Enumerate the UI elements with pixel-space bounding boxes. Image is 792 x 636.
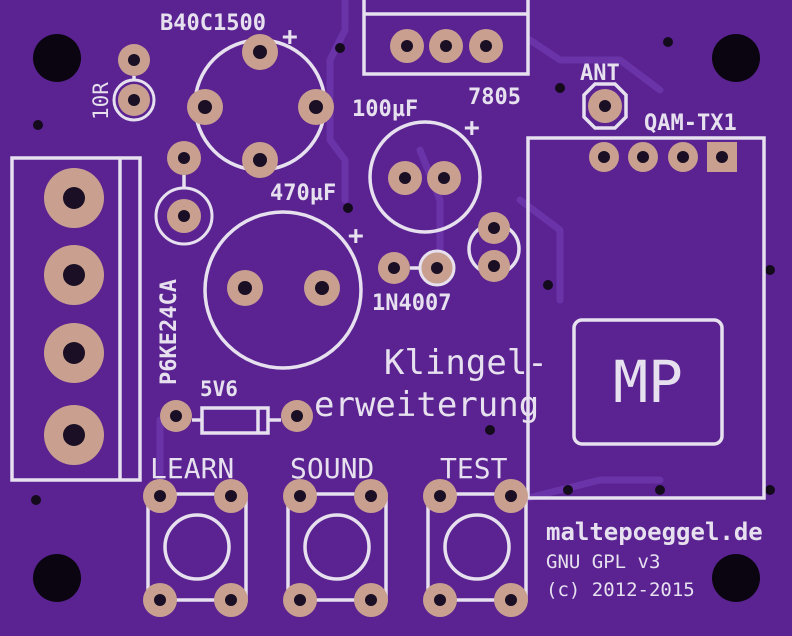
label-module: QAM-TX1 [644,111,737,136]
label-tvs: P6KE24CA [157,279,182,385]
label-regulator: 7805 [468,85,521,110]
mounting-hole-bottom-left [33,554,81,602]
capacitor-470uf: 470µF + [203,181,364,370]
mounting-hole-top-right [712,34,760,82]
label-cap-large: 470µF [270,181,336,206]
antenna-pad: ANT [580,61,628,130]
label-bridge: B40C1500 [160,11,266,36]
terminal-pad-2 [44,245,104,305]
title-line-1: Klingel- [384,343,548,383]
label-copyright: (c) 2012-2015 [546,579,695,601]
resistor-10r: 10R [89,44,156,122]
label-cap-small-plus: + [464,113,480,143]
screw-terminal [10,156,142,482]
terminal-pad-4 [44,405,104,465]
label-cap-large-plus: + [348,221,364,251]
diode-1n4007: 1N4007 [372,249,456,316]
terminal-pad-1 [44,168,104,228]
label-cap-small: 100µF [352,97,418,122]
logo-frame [572,318,724,446]
logo-mp: MP [613,348,683,416]
label-website: maltepoeggel.de [546,518,763,546]
label-btn-test: TEST [440,452,508,485]
label-antenna: ANT [580,61,620,86]
copper-traces [156,0,664,504]
button-test: TEST [423,452,528,617]
mounting-hole-top-left [33,34,81,82]
vias [31,37,775,605]
title-line-2: erweiterung [314,385,539,425]
mounting-holes [33,34,760,602]
label-diode: 1N4007 [372,291,451,316]
label-resistor: 10R [89,82,113,120]
tvs-diode: P6KE24CA [154,141,214,385]
label-license: GNU GPL v3 [546,551,660,573]
rf-module: QAM-TX1 MP [526,111,766,500]
button-learn: LEARN [143,452,248,617]
label-bridge-plus: + [282,22,298,52]
label-zener: 5V6 [200,377,238,401]
zener-diode: 5V6 [160,377,313,435]
button-sound: SOUND [283,452,388,617]
small-component [467,212,521,282]
capacitor-100uf: 100µF + [352,97,482,234]
voltage-regulator: 7805 [362,0,530,110]
bridge-rectifier: B40C1500 + [160,11,334,178]
mounting-hole-bottom-right [712,554,760,602]
terminal-pad-3 [44,323,104,383]
